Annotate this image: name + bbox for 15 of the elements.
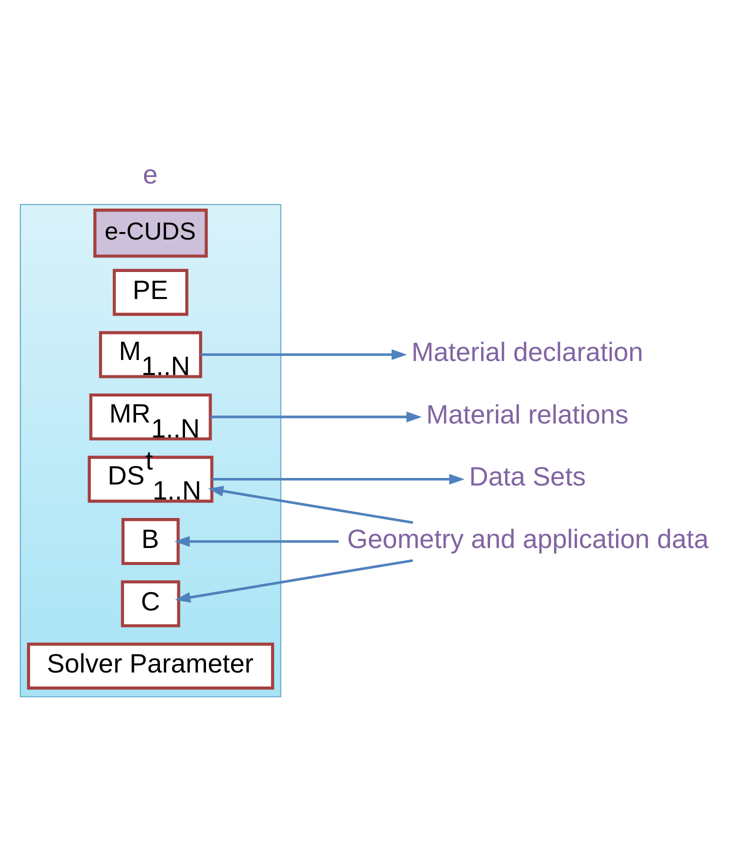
arrow [208,485,414,524]
label: e [142,158,158,189]
node-box: PE [112,268,188,316]
node-text: Data Sets [469,461,586,492]
arrow [212,473,465,484]
arrow [175,558,413,602]
node-text: Material declaration [411,336,644,367]
arrow [200,348,407,360]
node-text: Material relations [426,398,628,429]
arrow [174,536,339,546]
node-box: C [120,580,180,627]
arrow [210,411,422,422]
node-box: Solver Parameter [27,642,274,690]
node-box: B [121,518,180,565]
node-text: Geometry and application data [347,523,709,554]
